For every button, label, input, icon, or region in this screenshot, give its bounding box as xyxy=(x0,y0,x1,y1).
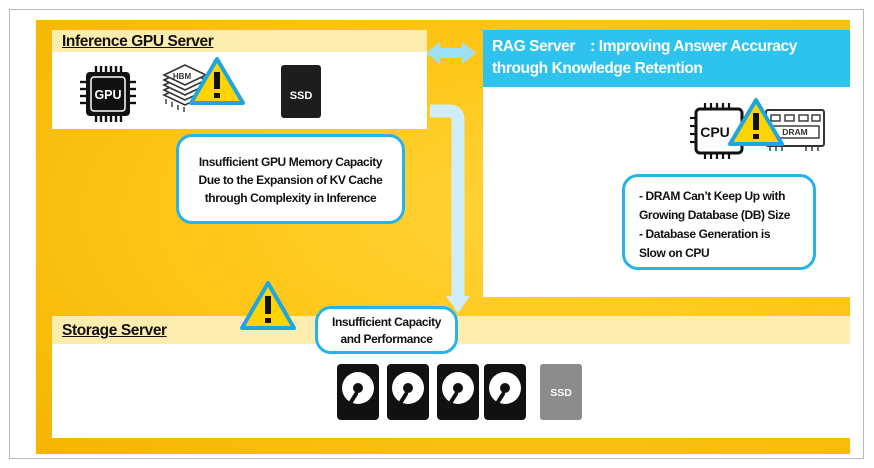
hbm-label: HBM xyxy=(173,72,192,81)
warning-icon xyxy=(240,281,296,330)
dram-callout-line-1: - DRAM Can’t Keep Up with xyxy=(639,189,785,203)
storage-callout-line-2: and Performance xyxy=(340,332,433,346)
gpu-chip-icon xyxy=(80,66,136,122)
gpu-memory-callout: Insufficient GPU Memory Capacity Due to … xyxy=(176,134,405,224)
inference-title: Inference GPU Server xyxy=(62,33,214,50)
storage-callout-line-1: Insufficient Capacity xyxy=(332,315,441,329)
rag-header: RAG Server : Improving Answer Accuracy t… xyxy=(483,30,850,87)
dram-label: DRAM xyxy=(782,127,808,137)
hdd-icon xyxy=(337,364,379,420)
hdd-icon xyxy=(387,364,429,420)
dram-callout-line-4: Slow on CPU xyxy=(639,246,710,260)
warning-icon xyxy=(189,57,245,105)
dram-callout: - DRAM Can’t Keep Up with Growing Databa… xyxy=(622,174,816,270)
double-arrow-icon xyxy=(426,42,476,64)
inference-header: Inference GPU Server xyxy=(52,30,427,52)
storage-title: Storage Server xyxy=(62,322,167,339)
cpu-label: CPU xyxy=(700,124,730,140)
gpu-callout-line-2: Due to the Expansion of KV Cache xyxy=(198,173,383,187)
ssd-icon xyxy=(281,65,321,118)
flow-arrow-icon xyxy=(430,104,470,313)
dram-module-icon xyxy=(765,109,825,151)
storage-ssd-icon xyxy=(540,364,582,420)
gpu-callout-line-3: through Complexity in Inference xyxy=(204,191,377,205)
hdd-icon xyxy=(484,364,526,420)
gpu-label: GPU xyxy=(94,88,121,102)
rag-title: RAG Server : Improving Answer Accuracy t… xyxy=(492,38,797,77)
warning-icon xyxy=(728,98,784,146)
storage-callout: Insufficient Capacity and Performance xyxy=(315,306,458,354)
dram-callout-line-2: Growing Database (DB) Size xyxy=(639,208,790,222)
ssd-label: SSD xyxy=(290,90,313,102)
gpu-callout-line-1: Insufficient GPU Memory Capacity xyxy=(198,155,383,169)
hdd-icon xyxy=(437,364,479,420)
dram-callout-line-3: - Database Generation is xyxy=(639,227,771,241)
storage-ssd-label: SSD xyxy=(550,387,572,399)
